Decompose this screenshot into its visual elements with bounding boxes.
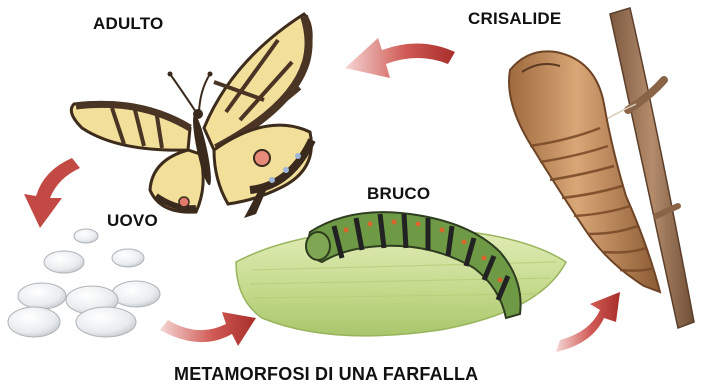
- butterfly-illustration: [71, 14, 312, 218]
- arrow-larva-to-pupa: [556, 292, 620, 352]
- diagram-title: METAMORFOSI DI UNA FARFALLA: [174, 364, 478, 385]
- arrow-egg-to-larva: [160, 312, 256, 346]
- label-egg: UOVO: [107, 211, 158, 231]
- label-adult: ADULTO: [93, 14, 163, 34]
- arrow-adult-to-egg: [24, 158, 80, 228]
- label-chrysalis: CRISALIDE: [468, 9, 561, 29]
- label-caterpillar: BRUCO: [367, 184, 430, 204]
- eggs-illustration: [8, 229, 160, 337]
- arrow-pupa-to-adult: [345, 38, 455, 78]
